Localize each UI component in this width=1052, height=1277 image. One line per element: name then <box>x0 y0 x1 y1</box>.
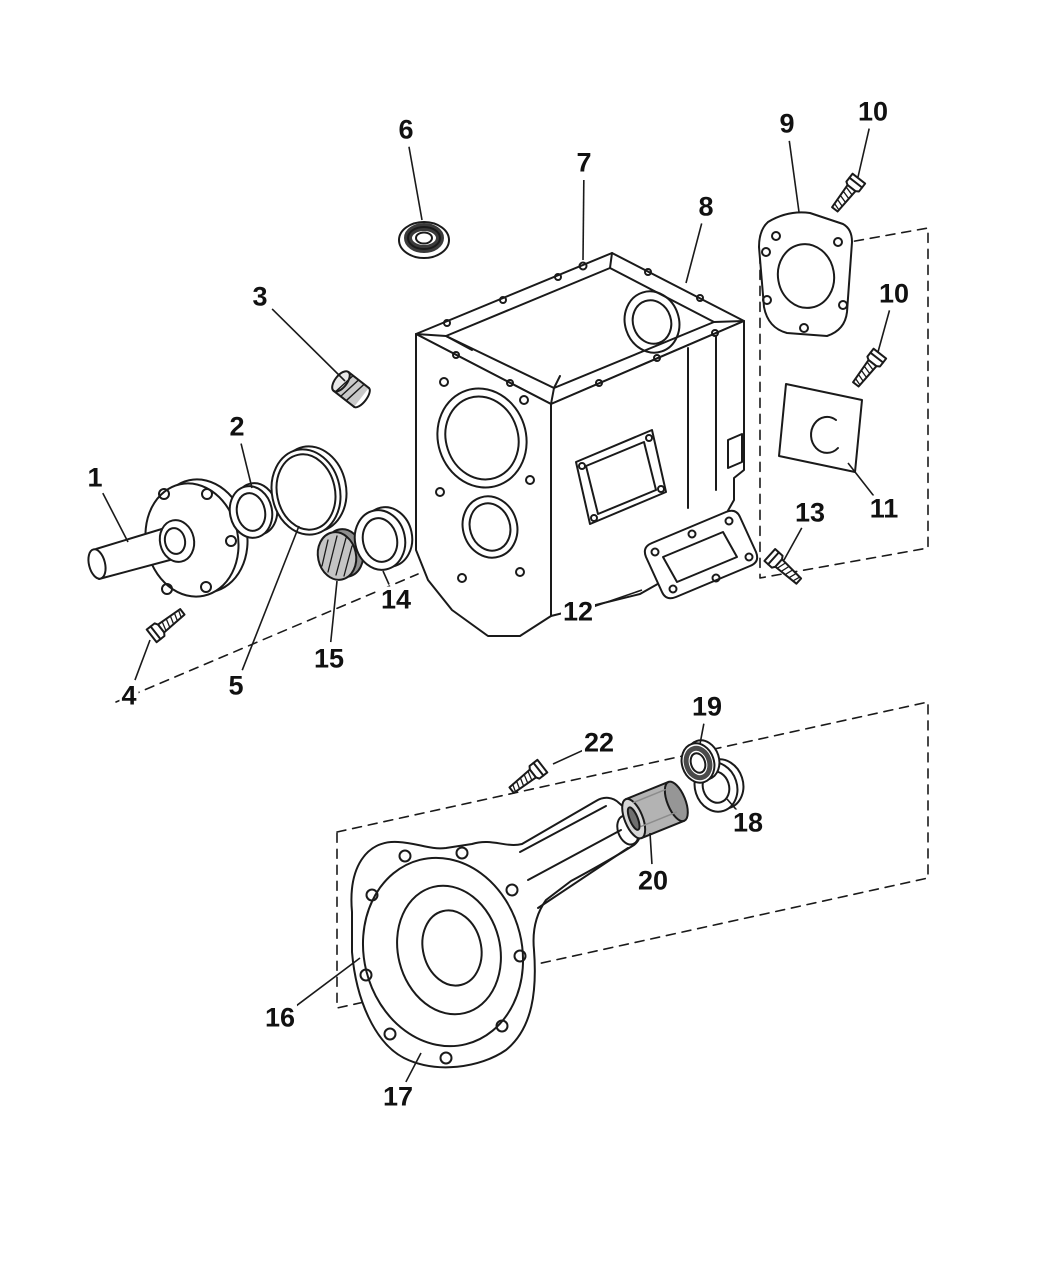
callout-label-22: 22 <box>581 727 617 758</box>
callout-leader-9 <box>788 140 800 213</box>
callout-label-3: 3 <box>250 281 270 312</box>
callout-leader-16 <box>293 957 361 1009</box>
callout-leader-14 <box>382 570 390 585</box>
callout-label-2: 2 <box>227 411 247 442</box>
callout-label-6: 6 <box>396 114 416 145</box>
cover-gasket-part12 <box>643 509 759 600</box>
extension-housing-part17 <box>350 796 642 1069</box>
callout-leader-13 <box>783 527 803 561</box>
callout-label-8: 8 <box>696 191 716 222</box>
callout-label-17: 17 <box>380 1081 416 1112</box>
callout-leader-8 <box>685 223 703 284</box>
callout-leader-22 <box>552 749 584 765</box>
plug-disc-part15 <box>316 528 365 581</box>
callout-label-10: 10 <box>855 96 891 127</box>
grommet-part6 <box>398 221 450 259</box>
callout-leader-20 <box>649 832 653 865</box>
callout-label-18: 18 <box>730 807 766 838</box>
bearing-retainer-part9 <box>758 211 853 337</box>
callout-leader-18 <box>726 798 738 811</box>
output-flange-part1 <box>87 478 249 598</box>
seal-part14 <box>353 506 414 571</box>
callout-label-12: 12 <box>560 596 596 627</box>
callout-label-10: 10 <box>876 278 912 309</box>
callout-leader-7 <box>582 179 585 261</box>
callout-label-1: 1 <box>85 462 105 493</box>
callout-label-14: 14 <box>378 584 414 615</box>
bushing-part20 <box>621 780 689 840</box>
callout-leader-12 <box>593 589 643 608</box>
callout-label-15: 15 <box>311 643 347 674</box>
callout-leader-1 <box>102 492 129 543</box>
callout-label-13: 13 <box>792 497 828 528</box>
callout-leader-10 <box>857 128 870 178</box>
callout-leader-11 <box>847 462 875 497</box>
callout-leader-3 <box>271 308 346 382</box>
callout-leader-19 <box>699 723 705 745</box>
callout-label-20: 20 <box>635 865 671 896</box>
callout-leader-17 <box>405 1052 422 1083</box>
callout-label-16: 16 <box>262 1002 298 1033</box>
callout-label-11: 11 <box>867 493 901 524</box>
gasket-ring-part5 <box>270 445 348 536</box>
callout-leader-10 <box>877 310 891 353</box>
callout-label-4: 4 <box>119 680 139 711</box>
seal-part19 <box>680 739 721 784</box>
callout-leader-6 <box>408 146 423 221</box>
group-boundary-dashed <box>115 227 929 1009</box>
seal-ring-part2 <box>228 482 279 539</box>
callout-leader-5 <box>241 525 300 671</box>
callout-label-5: 5 <box>226 670 246 701</box>
callout-leader-15 <box>329 580 338 643</box>
main-transmission-case-part8 <box>415 252 745 637</box>
callout-label-19: 19 <box>689 691 725 722</box>
fill-plug-part3 <box>331 370 371 409</box>
callout-leader-4 <box>134 639 151 681</box>
callout-label-9: 9 <box>777 108 797 139</box>
callout-leader-2 <box>240 443 253 489</box>
callout-label-7: 7 <box>574 147 594 178</box>
